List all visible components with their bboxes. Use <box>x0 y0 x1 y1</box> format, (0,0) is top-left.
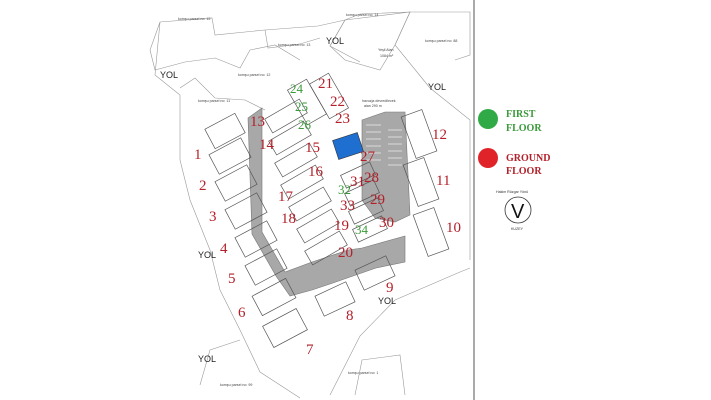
unit-number: 6 <box>238 305 246 321</box>
green-area-value: 1084 m² <box>380 54 394 58</box>
unit-number: 11 <box>436 173 450 189</box>
road-label: YOL <box>198 250 216 260</box>
unit-number: 27 <box>360 149 376 165</box>
internal-road <box>247 107 406 297</box>
green-area-title: Yeşil Alan <box>378 48 393 52</box>
unit-number: 28 <box>364 170 379 186</box>
unit-number: 26 <box>298 117 312 132</box>
unit-number: 18 <box>281 211 296 227</box>
road-label: YOL <box>198 354 216 364</box>
unit-number: 1 <box>194 147 202 163</box>
unit-number: 15 <box>305 140 320 156</box>
road-label: YOL <box>428 82 446 92</box>
parcel-label: komşu parsel no: 88 <box>425 39 457 43</box>
pool-area-title: havuzja devredilecek <box>362 99 396 103</box>
unit-number: 14 <box>259 137 275 153</box>
green-area <box>329 11 411 71</box>
road-label: YOL <box>160 70 178 80</box>
unit-number: 10 <box>446 220 461 236</box>
parking-stripes <box>366 124 402 166</box>
villas-top <box>286 72 350 126</box>
unit-number: 8 <box>346 308 354 324</box>
villas-middle <box>264 98 348 266</box>
parcel-label: komşu parsel no: 12 <box>238 73 270 77</box>
unit-number: 13 <box>250 114 265 130</box>
villas-bottom <box>314 255 396 317</box>
unit-number: 5 <box>228 271 236 287</box>
unit-number: 20 <box>338 245 353 261</box>
legend: FIRST FLOOR GROUND FLOOR <box>478 109 550 177</box>
unit-number: 29 <box>370 192 385 208</box>
legend-ground-floor-dot <box>478 148 498 168</box>
legend-ground-floor-label: GROUND <box>506 153 550 164</box>
unit-number: 21 <box>318 76 333 92</box>
parcel-label: komşu parsel no: 15 <box>178 17 210 21</box>
parcel-label: komşu parsel no: 11 <box>198 99 230 103</box>
unit-number: 4 <box>220 241 228 257</box>
compass-letter: V <box>511 201 525 223</box>
compass-north: KUZEY <box>511 227 524 231</box>
unit-number: 9 <box>386 280 394 296</box>
ground-floor-units: 1 2 3 4 5 6 7 8 9 10 11 12 13 14 15 16 1… <box>194 76 461 358</box>
unit-number: 34 <box>355 222 369 237</box>
villas-left <box>204 112 308 348</box>
unit-number: 30 <box>379 215 394 231</box>
parking-road <box>361 111 411 223</box>
unit-number: 33 <box>340 198 355 214</box>
unit-number: 7 <box>306 342 314 358</box>
parcel-label: komşu parsel no: 14 <box>346 13 378 17</box>
pool-area-value: alan 290 m <box>364 104 382 108</box>
unit-number: 3 <box>209 209 217 225</box>
unit-number: 12 <box>432 127 447 143</box>
road-label: YOL <box>378 296 396 306</box>
road-label: YOL <box>326 36 344 46</box>
unit-number: 23 <box>335 111 350 127</box>
unit-number: 25 <box>295 99 308 114</box>
parcel-label: komşu parsel no: 99 <box>220 383 252 387</box>
legend-first-floor-label: FIRST <box>506 109 536 120</box>
villas-pool-right <box>340 161 388 243</box>
unit-number: 22 <box>330 94 345 110</box>
unit-number: 24 <box>290 81 304 96</box>
parcel-outlines <box>149 11 471 399</box>
unit-number: 17 <box>278 189 294 205</box>
legend-ground-floor-label: FLOOR <box>506 166 542 177</box>
parcel-label: komşu parsel no: 1 <box>348 371 378 375</box>
unit-number: 19 <box>334 218 349 234</box>
swimming-pool <box>332 132 364 160</box>
villas-right <box>400 109 450 257</box>
unit-number: 16 <box>308 164 324 180</box>
parcel-label: komşu parsel no: 13 <box>278 43 310 47</box>
unit-number: 32 <box>338 182 351 197</box>
compass-caption: Hakim Rüzgar Yönü <box>496 190 528 194</box>
unit-number: 2 <box>199 178 207 194</box>
legend-first-floor-dot <box>478 109 498 129</box>
unit-number: 31 <box>350 174 365 190</box>
first-floor-units: 24 25 26 32 34 <box>290 81 369 237</box>
legend-first-floor-label: FLOOR <box>506 123 542 134</box>
compass-rose: V Hakim Rüzgar Yönü KUZEY <box>496 190 532 231</box>
